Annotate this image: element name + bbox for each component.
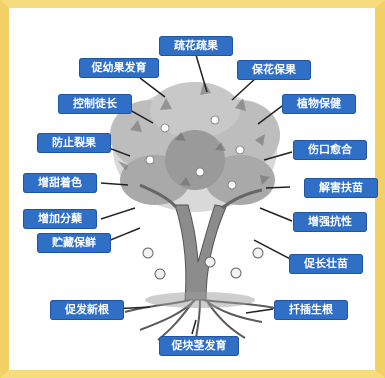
label-strong-seedlings: 促长壮苗 (289, 254, 363, 274)
label-new-roots: 促发新根 (50, 300, 124, 320)
label-sweetness-coloring: 增甜着色 (23, 173, 97, 193)
label-storage-freshness: 贮藏保鲜 (37, 233, 111, 253)
label-enhance-resistance: 增强抗性 (293, 212, 367, 232)
fruit-circles (142, 247, 264, 280)
label-control-overgrowth: 控制徒长 (58, 94, 132, 114)
label-wound-healing: 伤口愈合 (293, 140, 367, 160)
label-tuber-development: 促块茎发育 (159, 336, 239, 356)
label-relieve-damage: 解害扶苗 (304, 178, 378, 198)
label-prevent-fruit-cracking: 防止裂果 (37, 133, 111, 153)
label-cutting-rooting: 扦插生根 (274, 300, 348, 320)
tree-canopy (110, 81, 280, 212)
connector-lines (100, 54, 297, 335)
ground-shadow (145, 292, 255, 308)
tree-trunk (139, 183, 263, 301)
label-increase-tillering: 增加分蘖 (23, 209, 97, 229)
label-young-fruit-development: 促幼果发育 (79, 58, 159, 78)
label-protect-flowers-fruits: 保花保果 (237, 60, 311, 80)
label-plant-health: 植物保健 (282, 94, 356, 114)
label-thin-flowers-fruits: 疏花疏果 (159, 36, 233, 56)
